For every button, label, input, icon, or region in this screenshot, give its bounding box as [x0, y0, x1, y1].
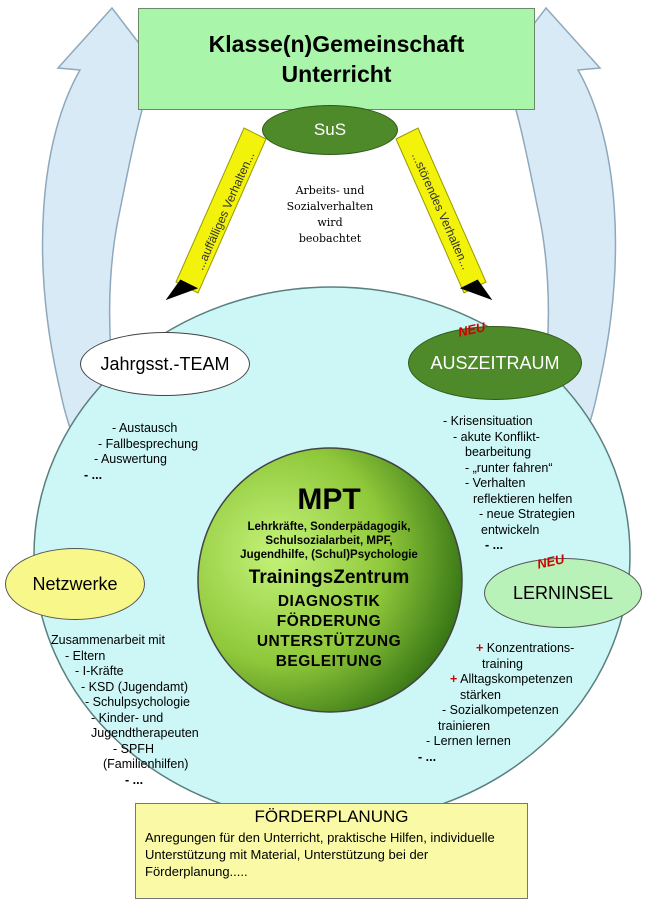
mpt-content: MPT Lehrkräfte, Sonderpädagogik, Schulso…	[196, 482, 462, 672]
list-item: trainieren	[438, 718, 491, 733]
mpt-item: BEGLEITUNG	[275, 653, 383, 670]
list-item: - Verhalten	[465, 476, 526, 490]
netzwerke-node: Netzwerke	[5, 548, 145, 620]
netzwerke-list: Zusammenarbeit mit - Eltern - I-Kräfte -…	[51, 633, 199, 788]
mpt-item: FÖRDERUNG	[276, 613, 382, 630]
class-community-box: Klasse(n)Gemeinschaft Unterricht	[138, 8, 535, 110]
mpt-circle	[197, 447, 463, 713]
list-item: - KSD (Jugendamt)	[81, 679, 188, 694]
training-center-label: TrainingsZentrum	[248, 567, 410, 588]
mpt-title: MPT	[297, 483, 361, 516]
plus-marker: +	[476, 641, 484, 655]
list-item: + Konzentrations-	[476, 641, 575, 655]
lerninsel-list: + Konzentrations- training + Alltagskomp…	[418, 641, 574, 765]
top-title-line2: Unterricht	[281, 61, 392, 87]
foerderplanung-box: FÖRDERPLANUNG Anregungen für den Unterri…	[135, 803, 528, 899]
list-item: - neue Strategien	[479, 507, 575, 521]
list-item: Jugendtherapeuten	[91, 726, 199, 740]
plus-marker: +	[450, 672, 458, 686]
auszeitraum-node: AUSZEITRAUM	[408, 326, 582, 400]
list-item: bearbeitung	[465, 445, 532, 459]
list-item: - Kinder- und	[91, 710, 164, 725]
list-item: - ...	[485, 538, 504, 552]
list-item: - ...	[125, 772, 144, 787]
list-item: - Austausch	[112, 421, 178, 435]
left-yellow-arrow	[165, 127, 267, 301]
list-item: - ...	[84, 467, 103, 482]
foerderplanung-title: FÖRDERPLANUNG	[254, 807, 409, 826]
sus-node: SuS	[262, 105, 398, 155]
list-item: - Lernen lernen	[426, 734, 511, 748]
list-item: (Familienhilfen)	[103, 757, 189, 771]
list-item: - ...	[418, 749, 437, 764]
list-item: + Alltagskompetenzen	[450, 672, 573, 686]
mpt-item: UNTERSTÜTZUNG	[256, 633, 402, 650]
team-node: Jahrgsst.-TEAM	[80, 332, 250, 396]
list-item: - Krisensituation	[443, 414, 533, 428]
list-item: - Auswertung	[94, 452, 167, 466]
list-item: - akute Konflikt-	[453, 429, 540, 444]
foerderplanung-text: Anregungen für den Unterricht, praktisch…	[145, 830, 495, 879]
list-item: - Sozialkompetenzen	[442, 703, 559, 717]
list-item: - Eltern	[65, 648, 106, 663]
mpt-items: DIAGNOSTIK FÖRDERUNG UNTERSTÜTZUNG BEGLE…	[196, 592, 462, 672]
list-item: reflektieren helfen	[473, 491, 573, 506]
list-item: entwickeln	[481, 522, 540, 537]
list-item: - Fallbesprechung	[98, 436, 199, 451]
list-item: Zusammenarbeit mit	[51, 633, 165, 647]
list-item: - I-Kräfte	[75, 664, 124, 678]
top-title-line1: Klasse(n)Gemeinschaft	[208, 31, 465, 57]
observation-text: Arbeits- und Sozialverhalten wird beobac…	[286, 184, 374, 245]
list-item: stärken	[460, 687, 501, 702]
team-list: - Austausch - Fallbesprechung - Auswertu…	[84, 421, 198, 483]
mpt-item: DIAGNOSTIK	[277, 593, 381, 610]
lerninsel-node: LERNINSEL	[484, 558, 642, 628]
list-item: - Schulpsychologie	[85, 695, 190, 709]
right-yellow-arrow	[395, 127, 493, 301]
list-item: - SPFH	[113, 741, 154, 756]
list-item: - „runter fahren“	[465, 460, 553, 475]
auszeitraum-list: - Krisensituation - akute Konflikt- bear…	[443, 414, 575, 554]
mpt-subtitle: Lehrkräfte, Sonderpädagogik, Schulsozial…	[240, 521, 418, 561]
list-item: training	[482, 656, 523, 671]
